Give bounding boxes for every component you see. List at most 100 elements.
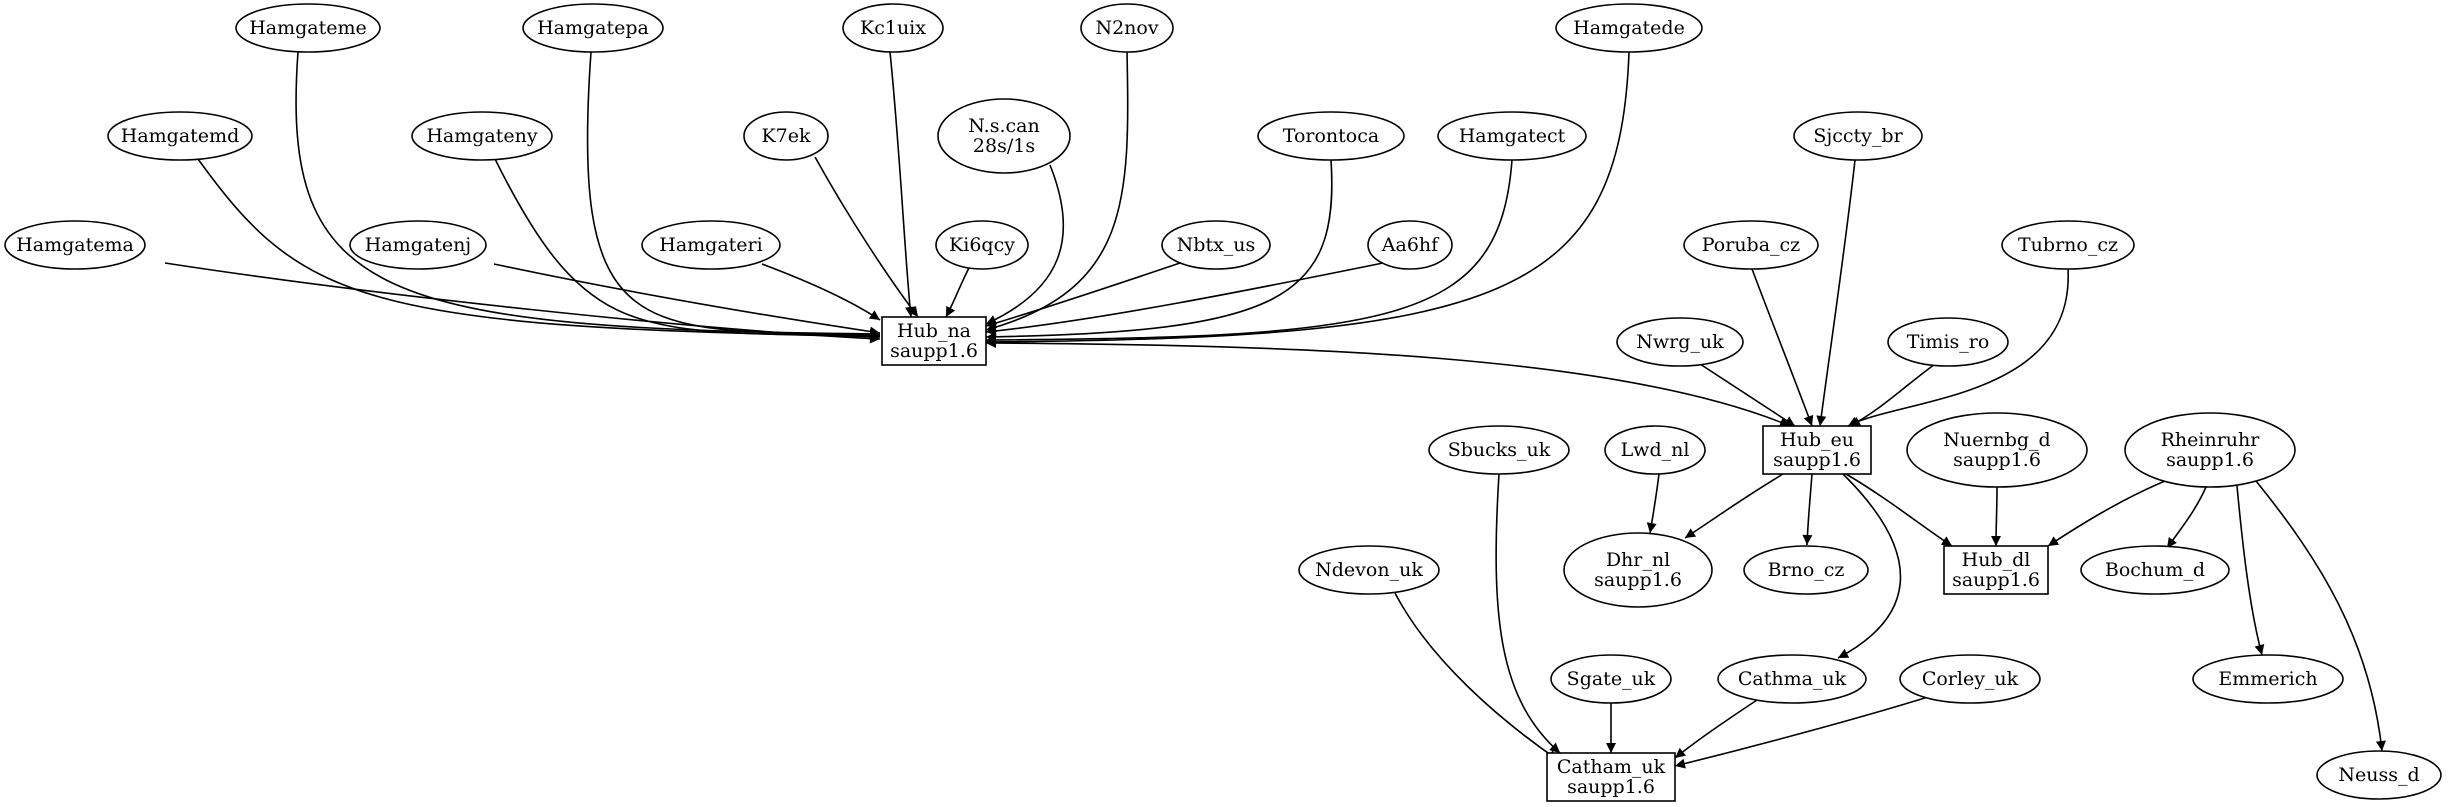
node-ellipse-shape <box>4 220 146 270</box>
node-hamgateme: Hamgateme <box>235 3 381 53</box>
node-label: Hamgatenj <box>365 234 471 256</box>
node-label: saupp1.6 <box>2166 449 2254 471</box>
node-ellipse-shape <box>1428 425 1570 475</box>
edge-hub-eu-to-hub-dl <box>1845 473 1953 547</box>
node-label: Ndevon_uk <box>1315 559 1423 581</box>
node-corley-uk: Corley_uk <box>1899 654 2041 704</box>
node-ellipse-shape <box>1080 3 1174 53</box>
node-hamgatepa: Hamgatepa <box>522 3 664 53</box>
node-ellipse-shape <box>1887 317 2009 367</box>
node-ellipse-shape <box>1743 545 1869 595</box>
edge-hamgatema-to-hub-na <box>164 262 881 344</box>
node-label: Nbtx_us <box>1177 234 1256 256</box>
node-ellipse-shape <box>935 220 1029 270</box>
node-label: Hub_na <box>897 320 971 342</box>
node-label: Poruba_cz <box>1702 234 1800 256</box>
edge-nwrg-uk-to-hub-eu <box>1699 363 1796 427</box>
node-label: Nwrg_uk <box>1636 331 1724 353</box>
edge-tubrno-cz-to-hub-eu <box>1847 268 2069 427</box>
node-ellipse-shape <box>1906 412 2088 488</box>
node-cathma-uk: Cathma_uk <box>1717 654 1867 704</box>
node-label: Rheinruhr <box>2161 429 2261 451</box>
edge-nbtx-us-to-hub-na <box>985 262 1181 328</box>
node-label: Ki6qcy <box>949 234 1015 256</box>
node-label: N.s.can <box>968 115 1039 137</box>
node-label: Dhr_nl <box>1606 549 1670 571</box>
edge-ndevon-uk-to-catham-uk <box>1394 592 1559 761</box>
edge-hamgateny-to-hub-na <box>494 158 881 342</box>
node-hamgatemd: Hamgatemd <box>107 111 253 161</box>
node-label: Tubrno_cz <box>2018 234 2118 256</box>
node-label: saupp1.6 <box>1594 569 1682 591</box>
edges-layer <box>164 51 2386 769</box>
edge-rheinruhr-to-emmerich <box>2236 485 2265 656</box>
edge-rheinruhr-to-neuss-d <box>2255 480 2386 752</box>
node-ellipse-shape <box>2124 412 2296 488</box>
node-label: Aa6hf <box>1381 234 1440 256</box>
node-hamgateri: Hamgateri <box>641 220 781 270</box>
node-sgate-uk: Sgate_uk <box>1550 654 1672 704</box>
node-ellipse-shape <box>1437 111 1587 161</box>
edge-rheinruhr-to-bochum-d <box>2166 486 2207 549</box>
node-ellipse-shape <box>1899 654 2041 704</box>
node-label: Kc1uix <box>860 17 926 39</box>
node-hamgatede: Hamgatede <box>1555 3 1703 53</box>
node-ellipse-shape <box>937 98 1071 174</box>
node-box-shape <box>1762 425 1872 475</box>
node-ellipse-shape <box>2001 220 2135 270</box>
node-n2nov: N2nov <box>1080 3 1174 53</box>
node-ellipse-shape <box>1161 220 1271 270</box>
node-label: Hamgatepa <box>537 17 649 39</box>
node-bochum-d: Bochum_d <box>2080 545 2230 595</box>
edge-poruba-cz-to-hub-eu <box>1751 268 1814 427</box>
edge-aa6hf-to-hub-na <box>985 262 1384 336</box>
node-hamgatect: Hamgatect <box>1437 111 1587 161</box>
node-label: Hamgatect <box>1459 125 1566 147</box>
node-label: Nuernbg_d <box>1943 429 2050 451</box>
node-label: Hamgateme <box>249 17 367 39</box>
node-label: N2nov <box>1095 17 1158 39</box>
node-ellipse-shape <box>1717 654 1867 704</box>
node-hamgatema: Hamgatema <box>4 220 146 270</box>
node-ellipse-shape <box>1563 532 1713 608</box>
node-label: Brno_cz <box>1768 559 1845 581</box>
node-label: Emmerich <box>2218 668 2317 690</box>
node-ellipse-shape <box>743 111 829 161</box>
node-label: Bochum_d <box>2105 559 2205 581</box>
node-label: Torontoca <box>1283 125 1379 147</box>
node-label: saupp1.6 <box>1773 449 1861 471</box>
node-ellipse-shape <box>1298 545 1440 595</box>
node-label: 28s/1s <box>973 135 1035 157</box>
node-ellipse-shape <box>107 111 253 161</box>
node-ndevon-uk: Ndevon_uk <box>1298 545 1440 595</box>
node-label: Hamgatemd <box>121 125 239 147</box>
node-label: Lwd_nl <box>1621 439 1690 461</box>
node-nwrg-uk: Nwrg_uk <box>1616 317 1744 367</box>
node-ellipse-shape <box>1604 425 1706 475</box>
node-sbucks-uk: Sbucks_uk <box>1428 425 1570 475</box>
node-box-shape <box>881 316 987 366</box>
node-label: Catham_uk <box>1557 756 1666 778</box>
edge-nuernbg-d-to-hub-dl <box>1991 486 2002 547</box>
node-ellipse-shape <box>2316 750 2442 800</box>
node-emmerich: Emmerich <box>2192 654 2344 704</box>
node-label: Hamgatema <box>16 234 134 256</box>
node-ellipse-shape <box>2192 654 2344 704</box>
edge-hub-eu-to-brno-cz <box>1802 473 1813 546</box>
node-ellipse-shape <box>1616 317 1744 367</box>
node-ellipse-shape <box>641 220 781 270</box>
node-aa6hf: Aa6hf <box>1367 220 1453 270</box>
edge-rheinruhr-to-hub-dl <box>2047 480 2166 547</box>
edge-corley-uk-to-catham-uk <box>1674 696 1929 769</box>
edge-kc1uix-to-hub-na <box>889 51 915 318</box>
node-label: saupp1.6 <box>1952 569 2040 591</box>
node-ellipse-shape <box>1793 111 1923 161</box>
node-ellipse-shape <box>1550 654 1672 704</box>
